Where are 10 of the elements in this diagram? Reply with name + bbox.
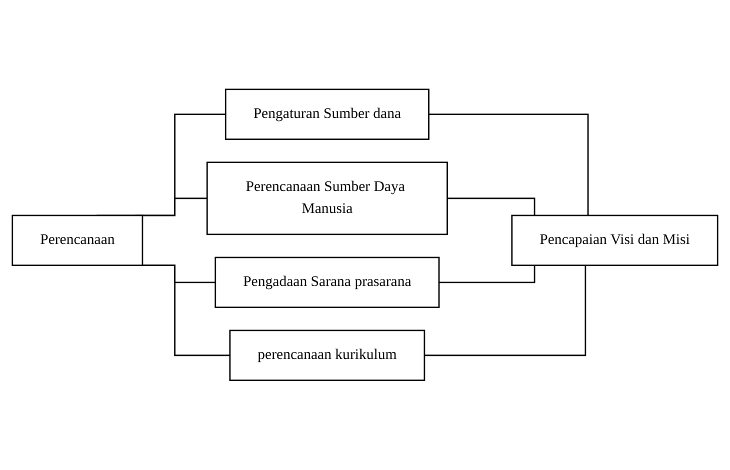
node-box: Pengaturan Sumber dana	[224, 88, 430, 140]
node-box: Perencanaan	[12, 214, 144, 266]
connector	[447, 198, 536, 216]
node-box: Perencanaan Sumber Daya Manusia	[206, 162, 448, 236]
node-box: perencanaan kurikulum	[229, 330, 426, 382]
connector	[424, 265, 586, 356]
node-box: Pencapaian Visi dan Misi	[511, 214, 718, 266]
node-box: Pengadaan Sarana prasarana	[214, 256, 440, 308]
connector	[428, 114, 589, 216]
connector	[439, 265, 536, 284]
